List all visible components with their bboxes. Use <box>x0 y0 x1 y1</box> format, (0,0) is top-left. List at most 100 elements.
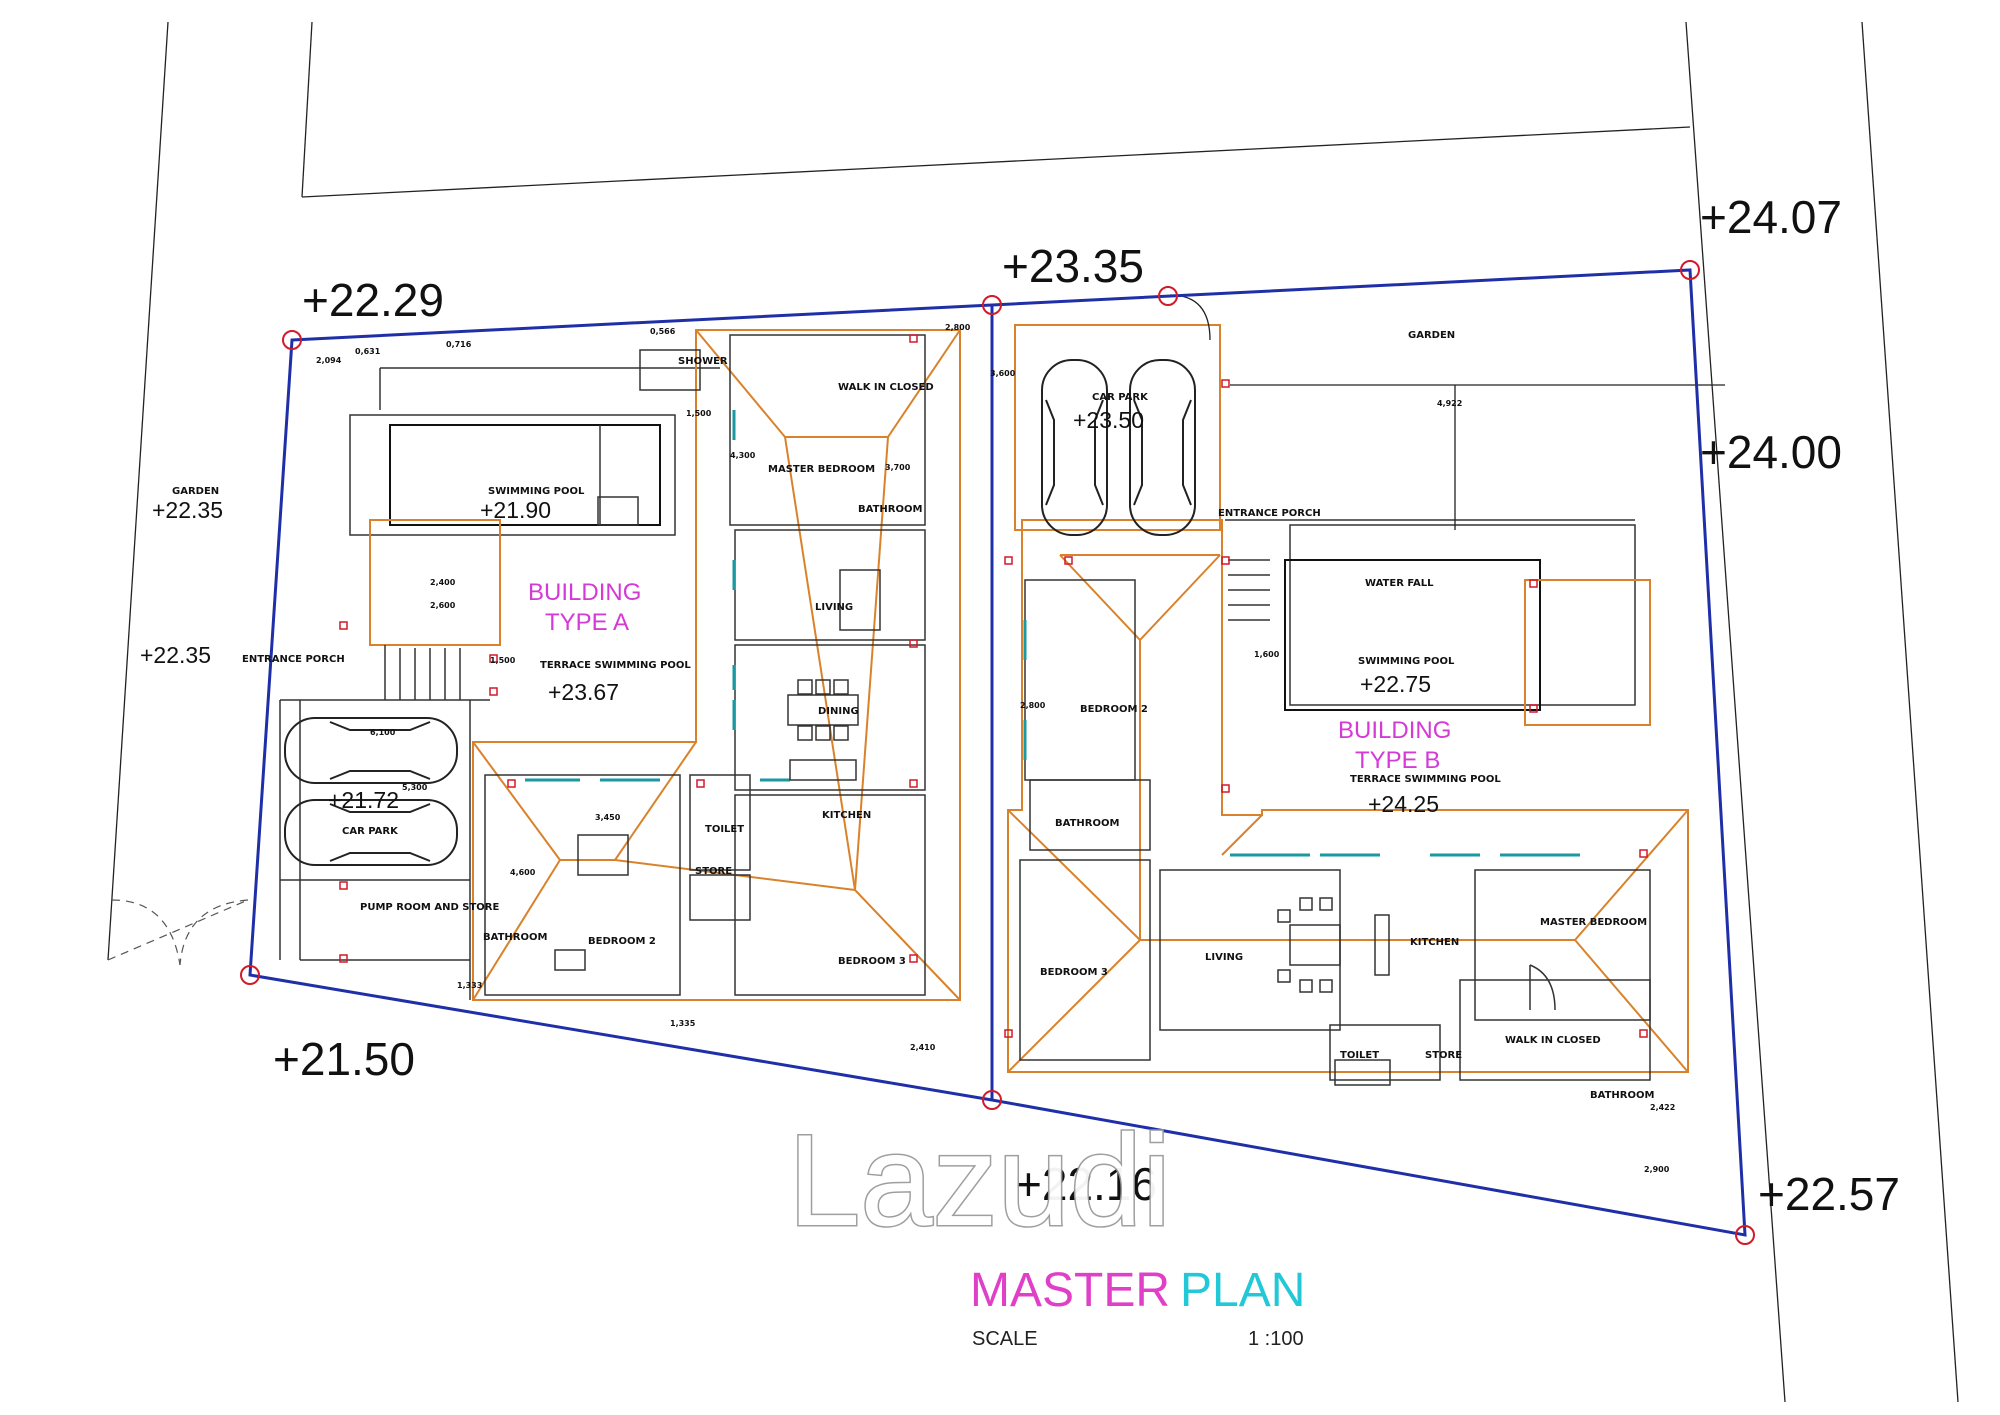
b-garden: GARDEN <box>1408 330 1455 341</box>
plan-title: MASTER PLAN SCALE 1 :100 <box>970 1264 1305 1350</box>
site-boundary <box>240 260 1755 1245</box>
dimension: 3,600 <box>990 369 1016 378</box>
a-shower: SHOWER <box>678 356 728 367</box>
left-car-park-level: +21.72 <box>328 787 399 813</box>
left-car-park-cars <box>284 717 458 866</box>
dimension: 1,335 <box>670 1019 696 1028</box>
a-living: LIVING <box>815 602 853 613</box>
building-a-title-2: TYPE A <box>545 609 629 636</box>
boundary-pin-mid-top <box>982 295 1002 315</box>
a-bedroom-3: BEDROOM 3 <box>838 956 906 967</box>
elevation-labels: +22.29 +23.35 +24.07 +24.00 +21.50 +22.1… <box>140 191 1900 1220</box>
boundary-pin-ne <box>1680 260 1700 280</box>
boundary-pin-nw <box>282 330 302 350</box>
title-master: MASTER <box>970 1264 1170 1317</box>
left-parcel-linework <box>279 367 720 1000</box>
elevation-garden-left: +22.35 <box>152 497 223 523</box>
b-walk-in-closed: WALK IN CLOSED <box>1505 1035 1601 1046</box>
dimension: 4,300 <box>730 451 756 460</box>
dimension: 0,566 <box>650 327 676 336</box>
b-kitchen: KITCHEN <box>1410 937 1459 948</box>
dimension: 1,500 <box>686 409 712 418</box>
a-toilet: TOILET <box>705 824 744 835</box>
elevation-se: +22.57 <box>1758 1168 1900 1220</box>
building-a-terrace-level: +23.67 <box>548 679 619 705</box>
dimension: 1,500 <box>490 656 516 665</box>
building-a-plan <box>339 329 961 1001</box>
b-car-park-level: +23.50 <box>1073 407 1144 433</box>
scale-value: 1 :100 <box>1248 1328 1304 1350</box>
dimension: 2,400 <box>430 578 456 587</box>
left-pump-room: PUMP ROOM AND STORE <box>360 902 499 913</box>
building-b-title-1: BUILDING <box>1338 717 1451 744</box>
dimension: 4,922 <box>1437 399 1462 408</box>
boundary-pin-top-b <box>1158 286 1178 306</box>
boundary-pin-se <box>1735 1225 1755 1245</box>
b-swimming-pool: SWIMMING POOL <box>1358 656 1455 667</box>
building-a-terrace-pool: TERRACE SWIMMING POOL <box>540 660 691 671</box>
a-walk-in-closed: WALK IN CLOSED <box>838 382 934 393</box>
left-pool-level: +21.90 <box>480 497 551 523</box>
building-b-labels: GARDEN CAR PARK +23.50 ENTRANCE PORCH WA… <box>1040 330 1654 1101</box>
dimension: 6,100 <box>370 728 396 737</box>
b-bathroom: BATHROOM <box>1055 818 1119 829</box>
watermark-text: Lazudi <box>788 1107 1171 1253</box>
a-dining: DINING <box>818 706 859 717</box>
dimension: 0,716 <box>446 340 472 349</box>
a-kitchen: KITCHEN <box>822 810 871 821</box>
title-plan: PLAN <box>1180 1264 1305 1317</box>
b-bathroom-2: BATHROOM <box>1590 1090 1654 1101</box>
boundary-pin-sw <box>240 965 260 985</box>
b-living: LIVING <box>1205 952 1243 963</box>
b-entrance-porch: ENTRANCE PORCH <box>1218 508 1321 519</box>
building-b-title-2: TYPE B <box>1355 747 1440 774</box>
elevation-nw: +22.29 <box>302 274 444 326</box>
a-bedroom-2: BEDROOM 2 <box>588 936 656 947</box>
dimension: 2,410 <box>910 1043 936 1052</box>
b-pool-level: +22.75 <box>1360 671 1431 697</box>
a-master-bedroom: MASTER BEDROOM <box>768 464 875 475</box>
elevation-sw: +21.50 <box>273 1033 415 1085</box>
dimension: 2,600 <box>430 601 456 610</box>
elevation-ne-mid: +24.00 <box>1700 426 1842 478</box>
dimension: 1,600 <box>1254 650 1280 659</box>
dimension: 2,800 <box>1020 701 1046 710</box>
left-car-park: CAR PARK <box>342 826 399 837</box>
b-toilet: TOILET <box>1340 1050 1379 1061</box>
dimension: 2,422 <box>1650 1103 1675 1112</box>
dimension: 1,333 <box>457 981 482 990</box>
building-b-plan <box>1004 294 1725 1086</box>
dimension-labels: 2,094 0,631 0,716 0,566 2,800 1,500 3,60… <box>316 323 1675 1174</box>
b-store: STORE <box>1425 1050 1462 1061</box>
a-bathroom-2: BATHROOM <box>483 932 547 943</box>
dimension: 4,600 <box>510 868 536 877</box>
surrounding-lines <box>107 21 1959 1403</box>
b-bedroom-3: BEDROOM 3 <box>1040 967 1108 978</box>
b-car-park: CAR PARK <box>1092 392 1149 403</box>
b-bedroom-2: BEDROOM 2 <box>1080 704 1148 715</box>
left-entrance-porch: ENTRANCE PORCH <box>242 654 345 665</box>
dimension: 3,700 <box>885 463 911 472</box>
dimension: 2,900 <box>1644 1165 1670 1174</box>
dimension: 2,800 <box>945 323 971 332</box>
dimension: 2,094 <box>316 356 342 365</box>
elevation-entrance-left: +22.35 <box>140 642 211 668</box>
left-swimming-pool: SWIMMING POOL <box>488 486 585 497</box>
elevation-mid-top: +23.35 <box>1002 240 1144 292</box>
scale-label: SCALE <box>972 1328 1038 1350</box>
a-bathroom: BATHROOM <box>858 504 922 515</box>
building-a-labels: BUILDING TYPE A TERRACE SWIMMING POOL +2… <box>483 356 934 967</box>
b-water-fall: WATER FALL <box>1365 578 1434 589</box>
left-garden-label: GARDEN <box>172 486 219 497</box>
building-a-title-1: BUILDING <box>528 579 641 606</box>
boundary-pin-mid-bottom <box>982 1090 1002 1110</box>
dimension: 0,631 <box>355 347 381 356</box>
b-terrace-pool: TERRACE SWIMMING POOL <box>1350 774 1501 785</box>
b-master-bedroom: MASTER BEDROOM <box>1540 917 1647 928</box>
dimension: 3,450 <box>595 813 621 822</box>
a-store: STORE <box>695 866 732 877</box>
elevation-ne-top: +24.07 <box>1700 191 1842 243</box>
dimension: 5,300 <box>402 783 428 792</box>
elevation-mid-bottom: +22.16 <box>1015 1158 1157 1210</box>
